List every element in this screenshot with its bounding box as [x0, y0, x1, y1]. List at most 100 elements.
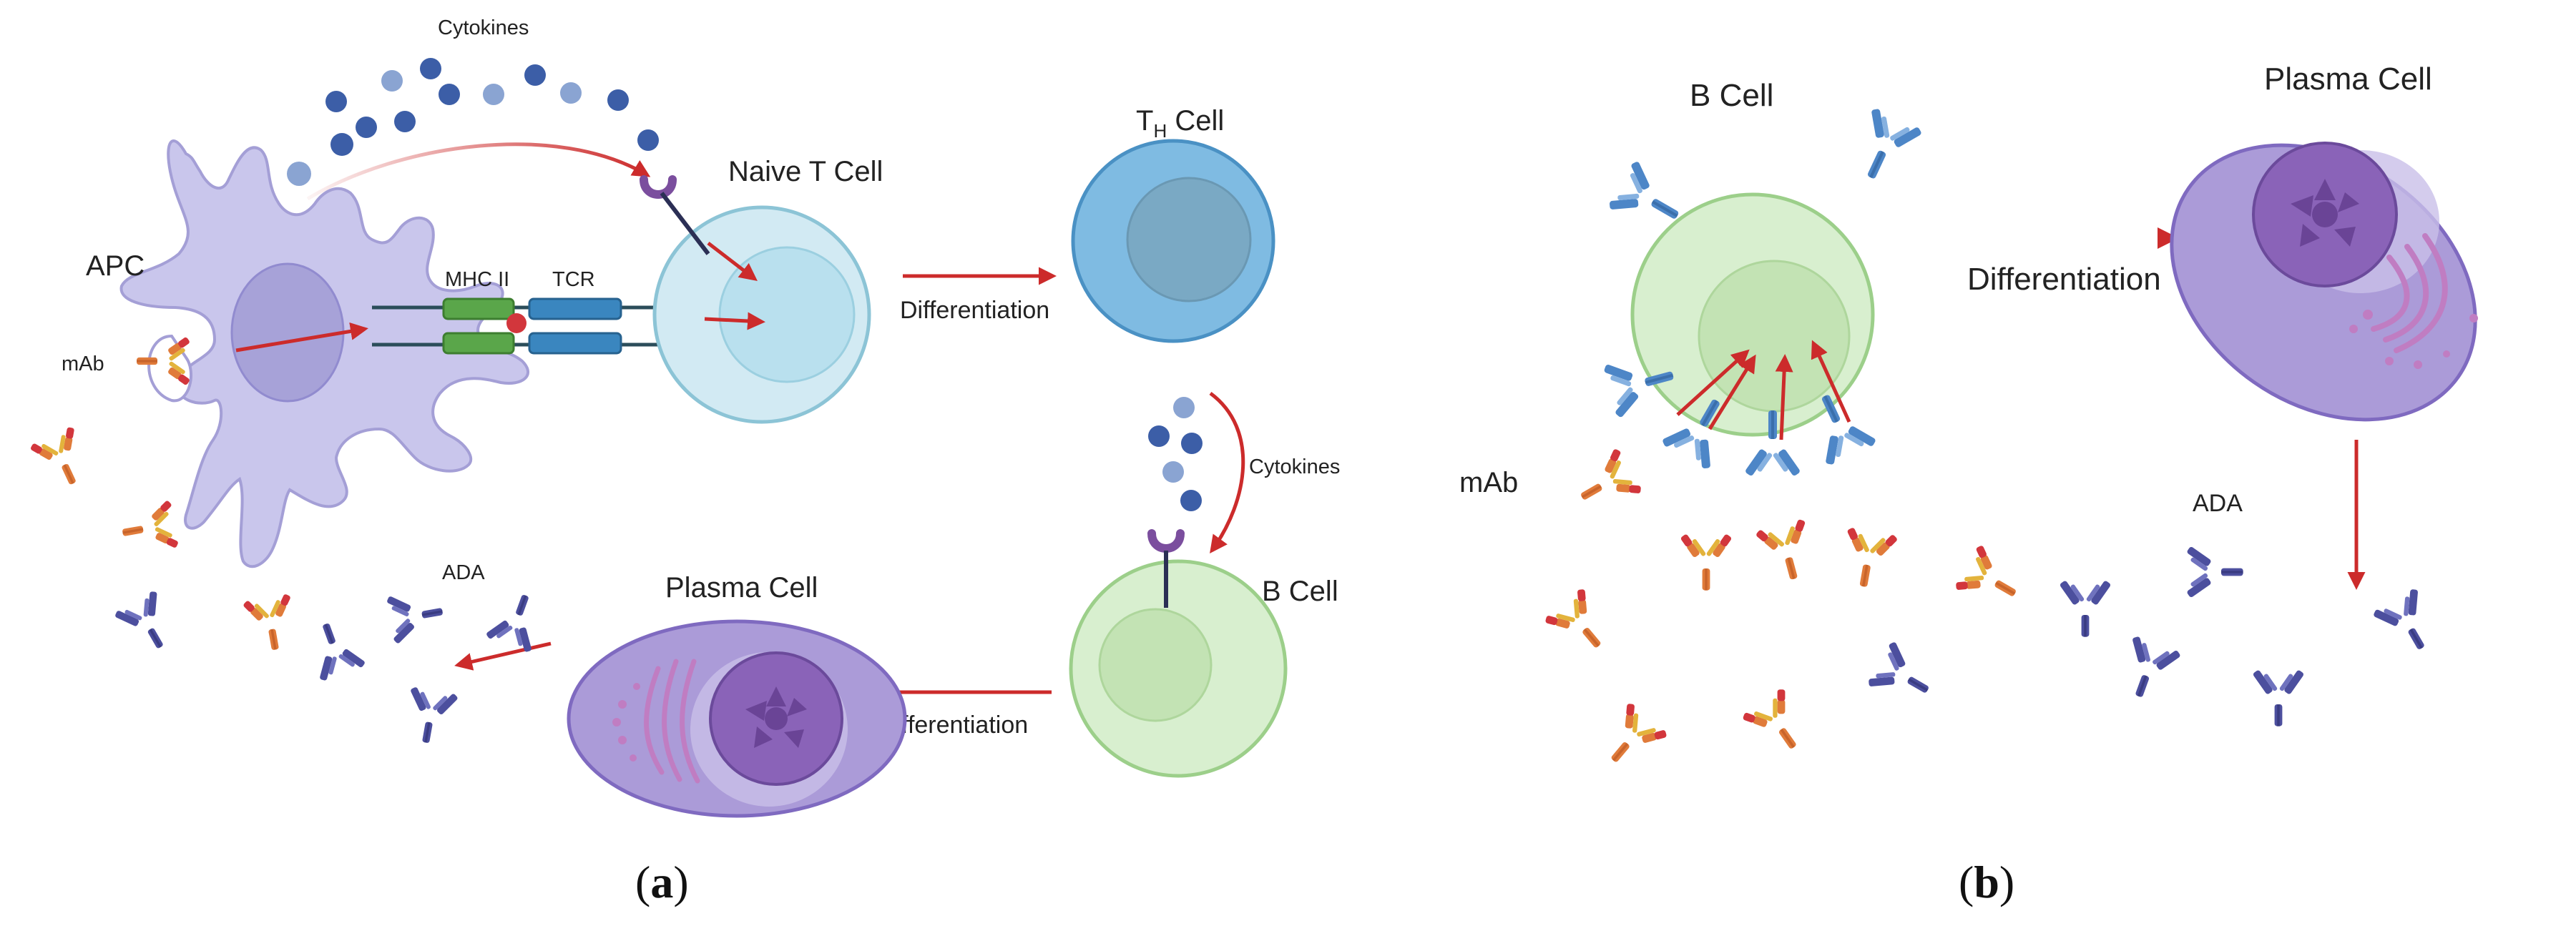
- cytokine: [325, 91, 347, 112]
- plasma-cell-a: [567, 619, 907, 818]
- cytokine: [1162, 461, 1184, 483]
- ada-antibody: [1863, 638, 1941, 713]
- endoplasmic-reticulum: [644, 659, 700, 784]
- cytokine: [356, 117, 377, 138]
- cytokine: [394, 111, 416, 132]
- cytokine: [1173, 397, 1195, 418]
- ada-label-b: ADA: [2193, 490, 2243, 517]
- ada-antibody: [2059, 577, 2112, 637]
- mab-antibody: [26, 422, 96, 494]
- binding-arrow: [1708, 354, 1756, 430]
- differentiation-label-1: Differentiation: [900, 297, 1049, 324]
- cytokine: [483, 84, 504, 105]
- plasma-cell-label-a: Plasma Cell: [665, 572, 818, 604]
- cytokine: [607, 89, 629, 111]
- panel-b: B Cell mAb Differentiation: [1459, 61, 2478, 907]
- mhc-ii-label: MHC II: [445, 268, 509, 291]
- differentiation-label-b: Differentiation: [1967, 262, 2161, 297]
- tcr-molecule: [528, 332, 622, 355]
- cytokines-side-label: Cytokines: [1249, 455, 1340, 478]
- mab-label-a: mAb: [62, 353, 104, 375]
- cytokine-receptor: [1152, 533, 1180, 608]
- cytokine: [637, 129, 659, 151]
- binding-arrow: [1676, 349, 1750, 416]
- ada-antibody: [2369, 583, 2444, 661]
- ada-antibody: [111, 586, 182, 660]
- mab-antibody: [118, 498, 182, 557]
- naive-t-cell: [652, 205, 871, 424]
- ada-antibody: [383, 587, 447, 646]
- cytokine-signal-arrow-2: [1209, 391, 1245, 554]
- mab-antibody: [1680, 531, 1733, 591]
- b-cell-nucleus: [1098, 608, 1213, 722]
- cytokine: [1180, 490, 1202, 511]
- vesicles: [612, 683, 640, 762]
- mab-antibody: [1593, 698, 1672, 777]
- nucleus-pattern: [2291, 179, 2359, 247]
- cytokines-top-label: Cytokines: [438, 16, 529, 39]
- panel-label-b: (b): [1959, 857, 2014, 907]
- cytokine-signal-arrow: [306, 142, 651, 201]
- panel-label-a-open: (: [635, 857, 650, 907]
- signal-arrow: [707, 242, 758, 282]
- naive-t-cell-label: Naive T Cell: [728, 156, 883, 187]
- vesicles: [2349, 310, 2478, 369]
- ada-antibody: [2183, 546, 2243, 599]
- mhc-ii-molecule: [442, 332, 515, 355]
- mab-antibody: [1738, 684, 1816, 762]
- th-cell-label-rest: Cell: [1167, 105, 1224, 137]
- mab-label-b: mAb: [1459, 467, 1518, 498]
- tcr-label: TCR: [552, 268, 595, 291]
- signal-arrow: [704, 312, 765, 330]
- panel-label-a: (a): [635, 857, 689, 907]
- th-cell-nucleus: [1126, 177, 1252, 302]
- mab-antibody: [1837, 523, 1899, 591]
- b-cell-label-b: B Cell: [1690, 78, 1773, 113]
- cytokine: [330, 133, 353, 156]
- th-cell-label-main: T: [1136, 105, 1153, 137]
- b-cell-a: [1069, 533, 1288, 778]
- cytokine: [1148, 425, 1170, 447]
- cytokine: [1181, 433, 1203, 454]
- mab-antibody: [1540, 583, 1619, 663]
- binding-arrow: [1811, 340, 1851, 423]
- cytokines-top-cluster: [287, 58, 659, 186]
- tcr-molecule: [528, 297, 622, 320]
- mab-antibody: [1950, 541, 2028, 616]
- mhc-tcr-complex: [372, 297, 705, 355]
- panel-label-b-letter: b: [1974, 857, 1999, 907]
- panel-label-b-close: ): [1999, 857, 2014, 907]
- binding-arrow: [1775, 354, 1793, 440]
- cytokine: [381, 70, 403, 92]
- cytokine-receptor: [644, 179, 710, 255]
- presentation-arrow: [235, 322, 368, 353]
- endoplasmic-reticulum: [2371, 233, 2448, 353]
- apc-cell: [119, 139, 529, 568]
- b-cell-label-a: B Cell: [1262, 576, 1338, 607]
- apc-nucleus: [230, 262, 345, 403]
- cytokine: [560, 82, 582, 104]
- panel-label-b-open: (: [1959, 857, 1974, 907]
- mab-antibody: [241, 590, 300, 654]
- ada-label-a: ADA: [442, 561, 485, 584]
- plasma-cell-label-b: Plasma Cell: [2264, 61, 2432, 97]
- cytokine: [420, 58, 441, 79]
- cytokine: [524, 64, 546, 86]
- panel-label-a-letter: a: [650, 857, 673, 907]
- mab-antibody: [1753, 514, 1820, 586]
- apc-label: APC: [86, 250, 145, 282]
- mab-antibody: [1569, 445, 1647, 520]
- mhc-ii-molecule: [442, 297, 515, 320]
- b-cell-b: [1630, 192, 1875, 437]
- bcr-receptor: [1845, 103, 1926, 189]
- panel-a: Cytokines APC mAb MHC II TCR: [26, 16, 1340, 907]
- ada-antibody: [302, 616, 368, 686]
- cytokine: [439, 84, 460, 105]
- b-cell-nucleus: [1698, 260, 1851, 413]
- secretion-arrow: [454, 641, 552, 671]
- plasma-cell-b: [2170, 142, 2478, 422]
- th-cell-label: TH Cell: [1136, 105, 1224, 142]
- ada-antibody: [2114, 631, 2184, 706]
- ada-antibody: [401, 683, 460, 747]
